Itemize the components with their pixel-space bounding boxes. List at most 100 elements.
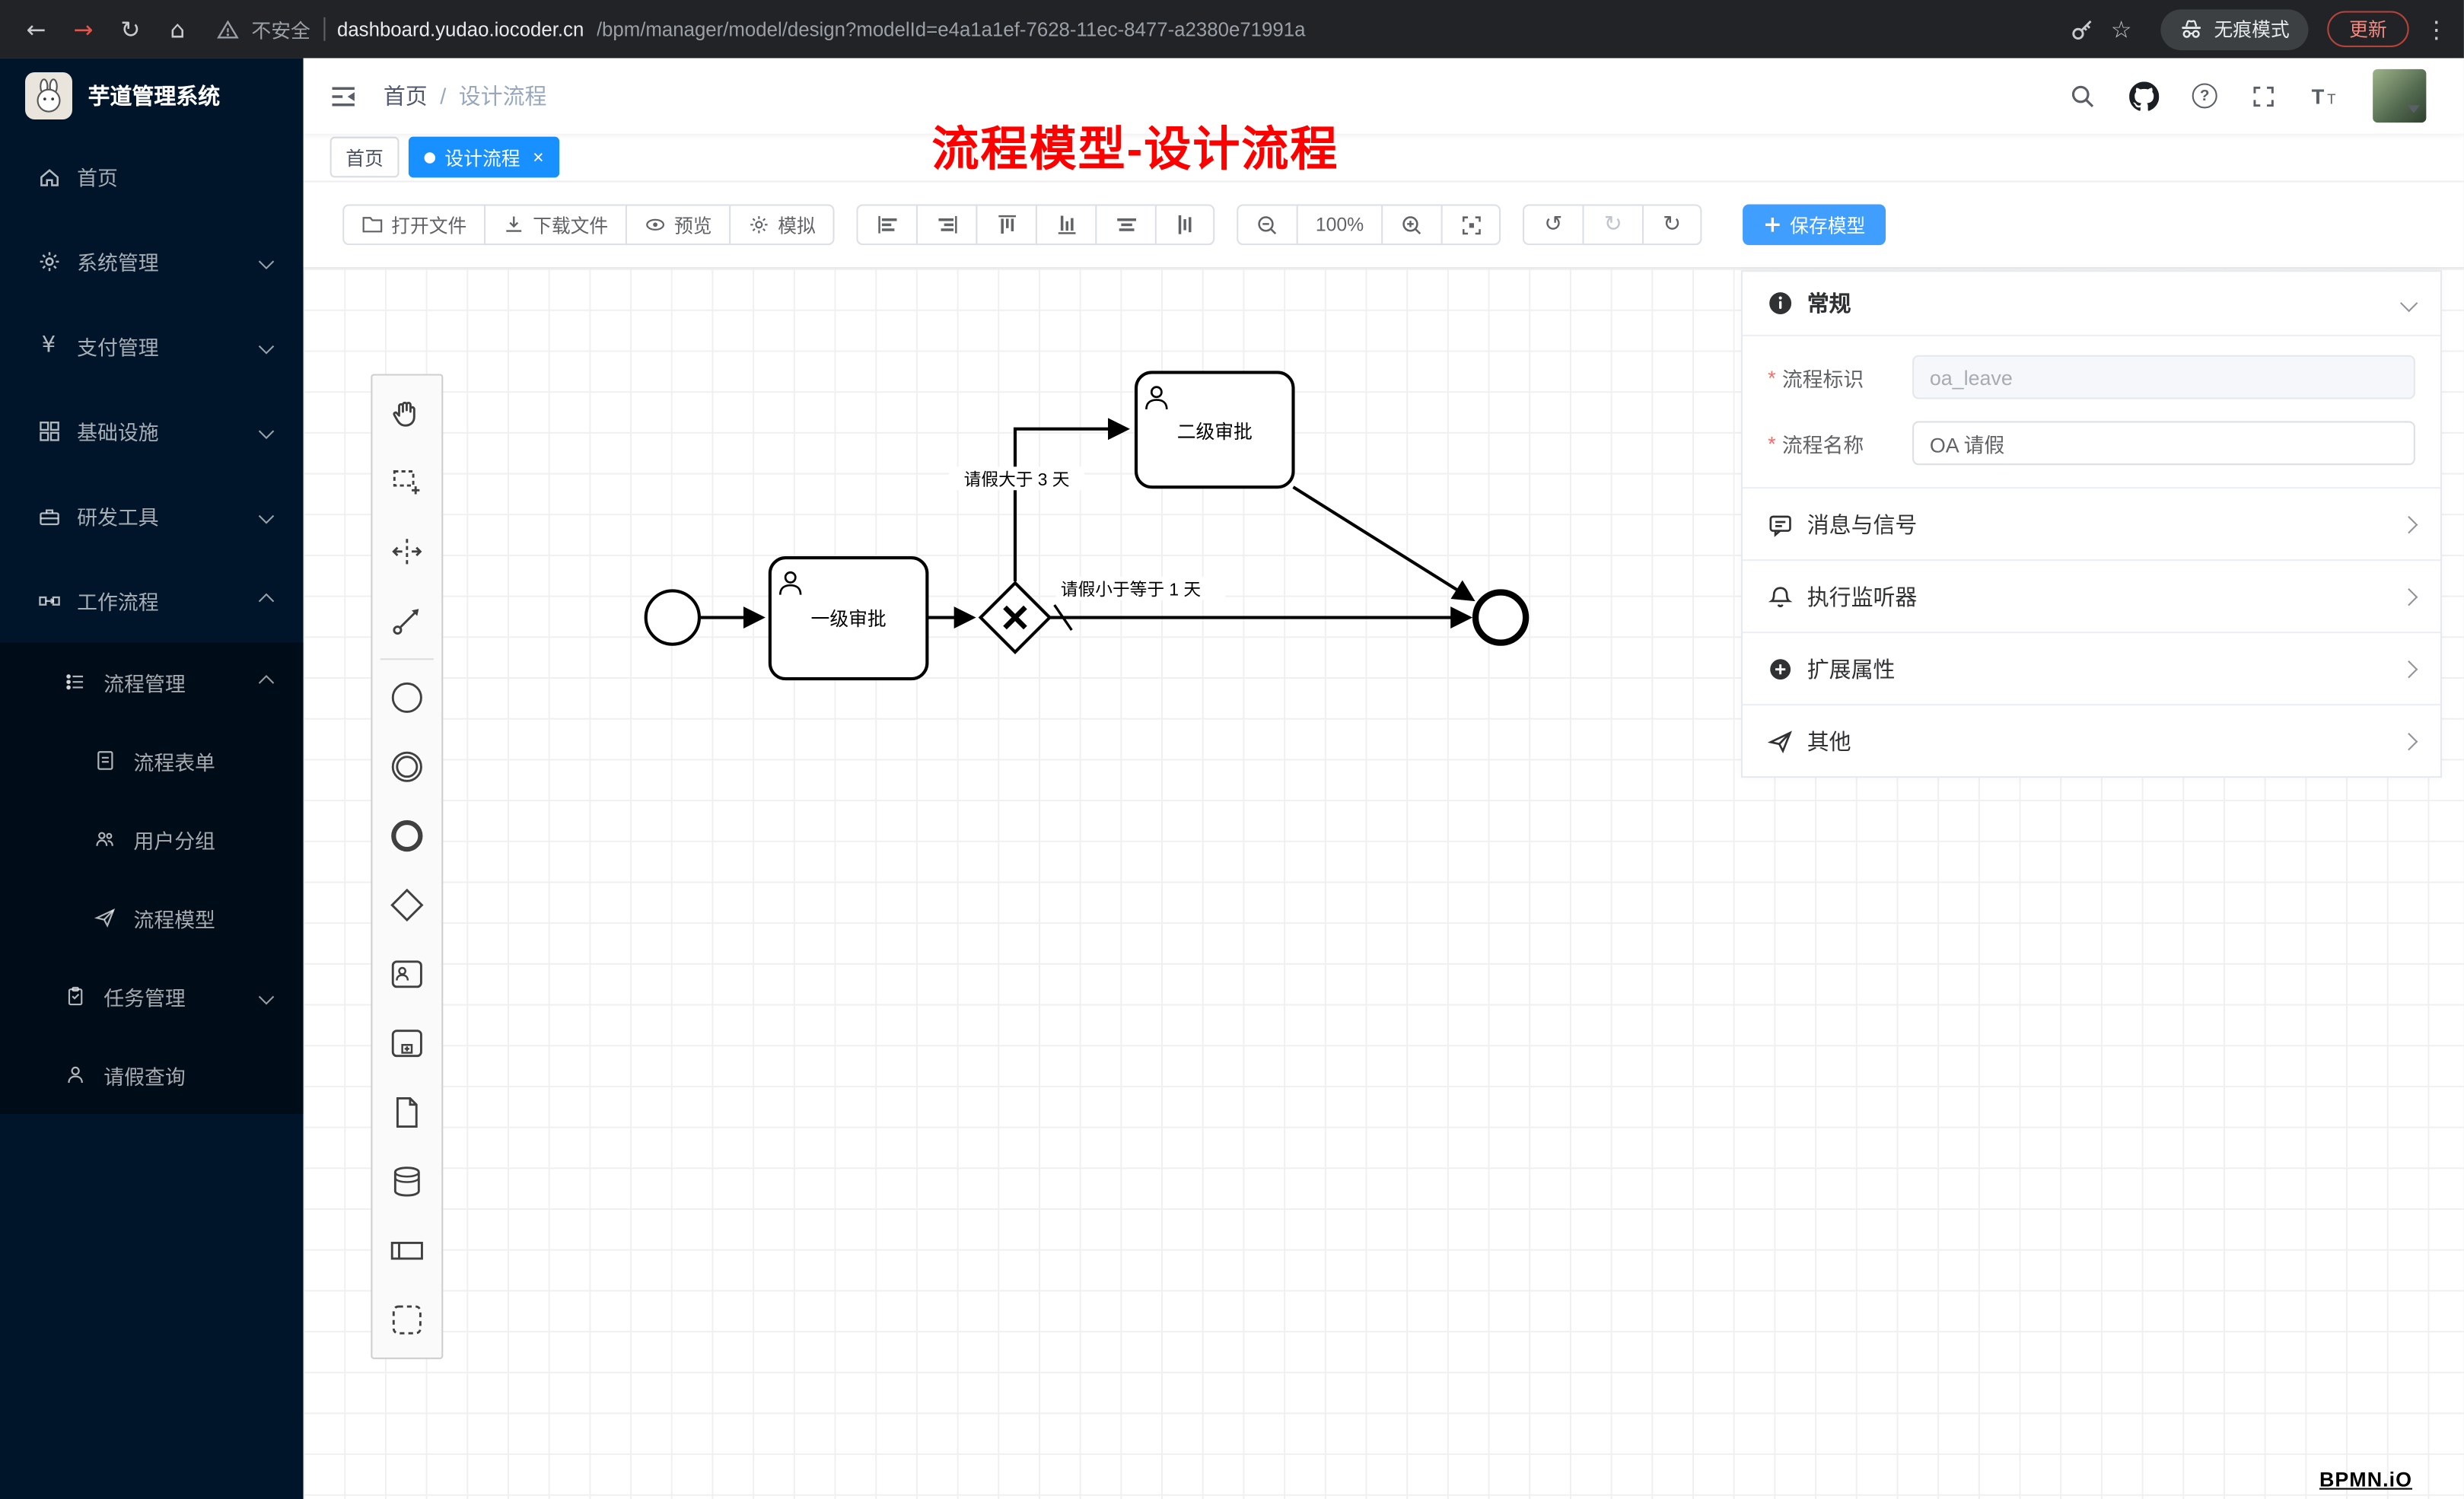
tab-design-process[interactable]: 设计流程 × [408, 136, 560, 178]
align-top-button[interactable] [976, 204, 1036, 246]
zoom-out-button[interactable] [1237, 204, 1297, 246]
sidebar-item-process-management[interactable]: 流程管理 [0, 643, 304, 721]
reload-button[interactable]: ↻ [120, 14, 141, 43]
align-center-vertical-button[interactable] [1154, 204, 1215, 246]
search-icon[interactable] [2070, 82, 2096, 109]
section-other[interactable]: 其他 [1743, 704, 2440, 776]
history-button-group: ↺ ↻ ↻ [1523, 204, 1702, 246]
sidebar-item-task-management[interactable]: 任务管理 [0, 957, 304, 1036]
create-group[interactable] [372, 1285, 441, 1354]
create-data-store[interactable] [372, 1147, 441, 1216]
avatar [2373, 68, 2427, 123]
user-avatar[interactable] [2373, 68, 2427, 123]
process-name-input[interactable] [1912, 421, 2415, 466]
home-button[interactable]: ⌂ [170, 14, 186, 43]
section-extended-attributes[interactable]: 扩展属性 [1743, 632, 2440, 704]
sidebar-item-user-group[interactable]: 用户分组 [0, 800, 304, 878]
create-user-task[interactable] [372, 940, 441, 1009]
sidebar-item-process-model[interactable]: 流程模型 [0, 878, 304, 956]
fit-viewport-icon [1462, 215, 1480, 234]
create-start-event[interactable] [372, 663, 441, 732]
section-message-signal[interactable]: 消息与信号 [1743, 487, 2440, 559]
align-left-button[interactable] [856, 204, 917, 246]
security-label: 不安全 [251, 20, 310, 43]
close-icon[interactable]: × [533, 146, 544, 168]
start-event[interactable] [644, 589, 701, 646]
space-tool[interactable] [372, 517, 441, 586]
browser-menu-icon[interactable]: ⋮ [2424, 14, 2449, 43]
section-execution-listener[interactable]: 执行监听器 [1743, 559, 2440, 632]
flow-second-to-end[interactable] [1292, 485, 1476, 602]
restart-button[interactable]: ↻ [1642, 204, 1702, 246]
update-button[interactable]: 更新 [2327, 11, 2409, 47]
create-gateway[interactable] [372, 870, 441, 940]
message-icon [1769, 514, 1791, 536]
person-icon [63, 1064, 88, 1086]
task-first-approval[interactable]: 一级审批 [768, 556, 929, 681]
bookmark-star-icon[interactable]: ☆ [2110, 14, 2132, 43]
open-file-button[interactable]: 打开文件 [342, 204, 485, 246]
fit-viewport-button[interactable] [1441, 204, 1501, 246]
forward-button[interactable]: → [73, 14, 94, 43]
flow-condition-gt3[interactable] [1013, 418, 1130, 582]
breadcrumb-home[interactable]: 首页 [383, 83, 428, 109]
back-button[interactable]: ← [26, 14, 46, 43]
save-model-button[interactable]: 保存模型 [1743, 204, 1886, 246]
sidebar-item-infrastructure[interactable]: 基础设施 [0, 388, 304, 473]
redo-button[interactable]: ↻ [1582, 204, 1643, 246]
global-connect-tool[interactable] [372, 586, 441, 655]
align-right-button[interactable] [916, 204, 976, 246]
plus-icon [1765, 218, 1780, 232]
sidebar-item-label: 基础设施 [77, 420, 159, 444]
align-left-icon [877, 215, 896, 234]
create-participant[interactable] [372, 1216, 441, 1285]
zoom-in-icon [1402, 215, 1421, 234]
exclusive-gateway[interactable] [978, 581, 1052, 654]
hand-tool[interactable] [372, 379, 441, 448]
sidebar-item-home[interactable]: 首页 [0, 134, 304, 219]
align-bottom-button[interactable] [1035, 204, 1096, 246]
tags-bar: 首页 设计流程 × [303, 133, 2464, 183]
tab-home[interactable]: 首页 [329, 136, 400, 178]
end-event[interactable] [1472, 589, 1530, 646]
undo-button[interactable]: ↺ [1523, 204, 1583, 246]
create-data-object[interactable] [372, 1078, 441, 1147]
sidebar-item-workflow[interactable]: 工作流程 [0, 558, 304, 643]
align-center-horizontal-button[interactable] [1095, 204, 1155, 246]
key-icon[interactable] [2070, 17, 2095, 42]
svg-text:T: T [2327, 91, 2335, 107]
svg-text:T: T [2312, 84, 2325, 108]
active-tab-dot [424, 151, 436, 163]
preview-button[interactable]: 预览 [625, 204, 730, 246]
sidebar-item-devtools[interactable]: 研发工具 [0, 473, 304, 559]
sidebar-item-process-form[interactable]: 流程表单 [0, 721, 304, 800]
create-intermediate-event[interactable] [372, 732, 441, 801]
collapse-sidebar-icon[interactable] [329, 81, 358, 110]
download-file-button[interactable]: 下载文件 [484, 204, 626, 246]
task-second-approval[interactable]: 二级审批 [1134, 371, 1295, 489]
section-general[interactable]: 常规 [1743, 272, 2440, 335]
github-icon[interactable] [2129, 81, 2160, 110]
sidebar-item-leave-query[interactable]: 请假查询 [0, 1036, 304, 1114]
annotation-text: 流程模型-设计流程 [931, 124, 1339, 177]
simulate-button[interactable]: 模拟 [729, 204, 835, 246]
zoom-in-button[interactable] [1381, 204, 1441, 246]
sidebar-item-system[interactable]: 系统管理 [0, 218, 304, 304]
app-title: 芋道管理系统 [88, 83, 221, 109]
fullscreen-icon[interactable] [2250, 82, 2277, 109]
url-host: dashboard.yudao.iocoder.cn [336, 18, 584, 40]
workflow-submenu: 流程管理 流程表单 用户分组 流程模型 任务管理 请假 [0, 642, 304, 1115]
sidebar-item-payment[interactable]: ¥ 支付管理 [0, 304, 304, 389]
process-key-label: *流程标识 [1768, 365, 1864, 391]
address-bar[interactable]: 不安全 dashboard.yudao.iocoder.cn/bpm/manag… [217, 14, 2063, 44]
clipboard-icon [63, 985, 88, 1007]
help-icon[interactable]: ? [2192, 83, 2217, 109]
bpmn-io-logo[interactable]: BPMN.iO [2319, 1467, 2413, 1491]
refresh-icon: ↻ [1663, 212, 1682, 237]
create-end-event[interactable] [372, 801, 441, 870]
create-subprocess[interactable] [372, 1009, 441, 1078]
lasso-tool[interactable] [372, 448, 441, 517]
process-key-input[interactable] [1912, 355, 2415, 399]
chevron-down-icon [258, 988, 275, 1004]
